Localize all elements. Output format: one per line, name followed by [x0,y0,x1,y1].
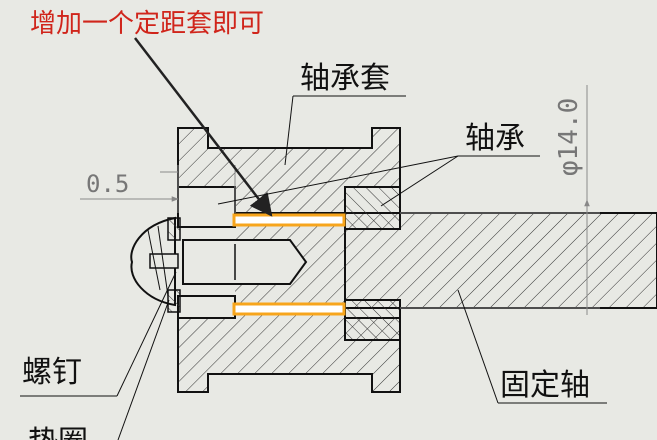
dimension-gap-text: 0.5 [86,170,129,198]
label-washer: 垫圈 [28,425,88,440]
dimension-gap [80,165,236,213]
label-fixed-shaft: 固定轴 [500,368,590,403]
bearing-top [344,186,401,230]
bearing-bottom [344,299,401,341]
label-screw: 螺钉 [22,355,82,390]
label-bearing-sleeve: 轴承套 [300,61,390,96]
leader-lines [20,95,607,440]
annotation-text: 增加一个定距套即可 [30,9,264,39]
dimension-diameter [400,85,600,315]
label-bearing: 轴承 [465,121,525,156]
dimension-diameter-text: φ14.0 [554,98,584,176]
spacer-bottom [232,302,346,316]
spacer-top [232,213,346,227]
annotation-arrow [134,37,273,217]
